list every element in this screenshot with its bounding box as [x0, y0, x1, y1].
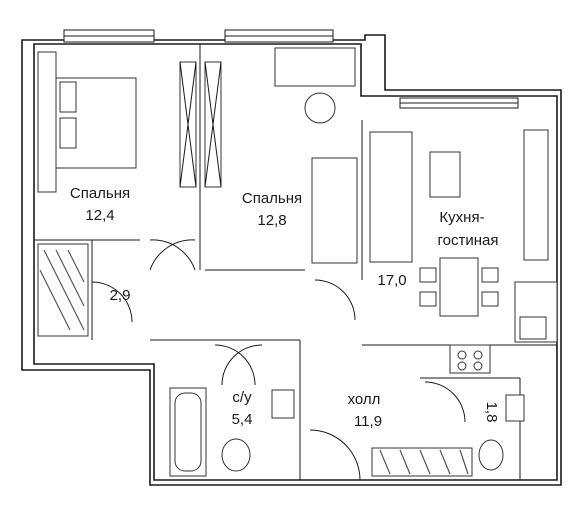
room-wc-area: 1,8	[483, 402, 500, 423]
room-bedroom2-area: 12,8	[257, 212, 286, 229]
room-bathroom-area: 5,4	[232, 411, 253, 428]
room-labels: Спальня 12,4 Спальня 12,8 2,9 Кухня- гос…	[70, 185, 500, 430]
room-kitchen-name-line2: гостиная	[438, 232, 499, 249]
bedroom2-furniture	[204, 47, 358, 264]
room-kitchen-area: 17,0	[377, 272, 406, 289]
windows	[63, 29, 519, 109]
bedroom1-furniture	[37, 51, 197, 193]
room-kitchen-name-line1: Кухня-	[439, 209, 484, 226]
outer-walls	[21, 34, 562, 486]
bathroom-fixtures	[169, 387, 525, 477]
room-bedroom2-name: Спальня	[242, 190, 302, 207]
room-hall-name: холл	[348, 391, 381, 408]
room-bedroom1-name: Спальня	[70, 185, 130, 202]
room-bathroom-name: с/у	[232, 389, 252, 406]
kitchen-furniture	[369, 129, 558, 374]
doors	[91, 239, 466, 481]
room-hall-area: 11,9	[354, 413, 382, 430]
wardrobe-hatching	[37, 243, 473, 477]
room-bedroom1-area: 12,4	[85, 207, 114, 224]
room-closet-area: 2,9	[110, 287, 131, 304]
